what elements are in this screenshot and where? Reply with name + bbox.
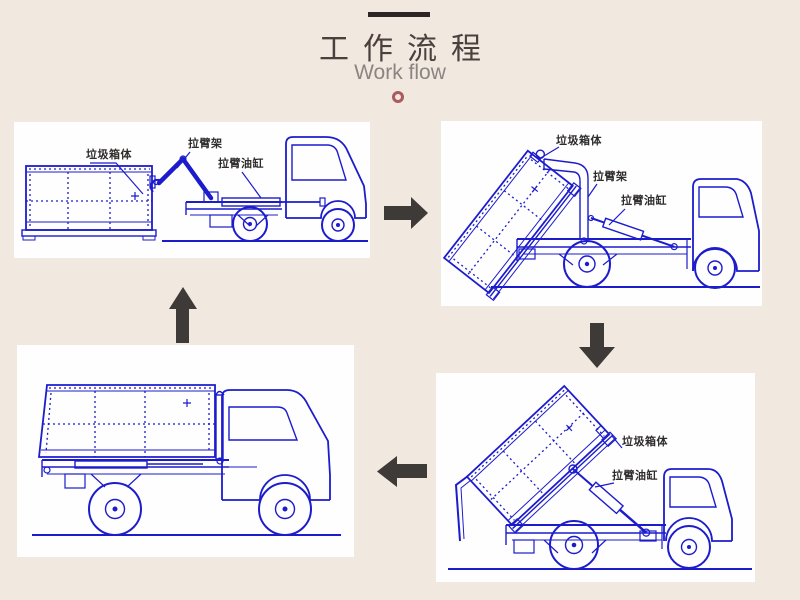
accent-ring-icon bbox=[392, 91, 404, 103]
label-arm-cylinder: 拉臂油缸 bbox=[621, 195, 667, 207]
leader-lines bbox=[90, 151, 262, 199]
rear-wheel bbox=[549, 520, 599, 570]
truck-chassis bbox=[41, 459, 257, 489]
leader-lines bbox=[538, 146, 626, 226]
step-4-drawing bbox=[32, 384, 341, 536]
front-wheel bbox=[694, 247, 736, 289]
truck-cab bbox=[692, 178, 760, 272]
label-container-body: 垃圾箱体 bbox=[86, 149, 132, 161]
step-3-drawing bbox=[448, 384, 752, 570]
arm-cylinder bbox=[572, 468, 651, 537]
label-arm-cylinder: 拉臂油缸 bbox=[218, 158, 264, 170]
front-wheel bbox=[321, 208, 355, 242]
cylinder-mount bbox=[639, 530, 657, 542]
arrow-down-icon bbox=[579, 323, 615, 373]
container-door bbox=[454, 475, 472, 542]
hook-arm bbox=[543, 158, 589, 245]
front-wheel bbox=[667, 525, 711, 569]
workflow-step-4-panel bbox=[17, 345, 354, 557]
truck-cab bbox=[285, 136, 367, 219]
step-1-drawing bbox=[21, 136, 368, 242]
label-arm-frame: 拉臂架 bbox=[188, 138, 223, 150]
arrow-left-icon bbox=[377, 456, 427, 492]
hook-arm bbox=[149, 155, 219, 203]
page-title: 工作流程 bbox=[319, 33, 495, 66]
container-box bbox=[37, 384, 216, 458]
workflow-step-1-panel: 垃圾箱体 拉臂架 拉臂油缸 bbox=[14, 122, 370, 258]
container-box bbox=[442, 149, 582, 302]
arrow-right-icon bbox=[384, 197, 428, 234]
leader-lines bbox=[594, 435, 623, 488]
workflow-step-3-panel: 垃圾箱体 拉臂油缸 bbox=[436, 373, 755, 582]
rear-wheel bbox=[88, 482, 142, 536]
truck-chassis bbox=[185, 197, 326, 228]
container-box bbox=[21, 165, 160, 241]
rear-wheel bbox=[232, 206, 268, 242]
front-wheel bbox=[258, 482, 312, 536]
arrow-up-icon bbox=[169, 287, 197, 348]
truck-cab bbox=[663, 468, 733, 542]
step-2-drawing bbox=[442, 146, 760, 302]
page-subtitle: Work flow bbox=[354, 61, 446, 84]
truck-cab bbox=[221, 389, 331, 501]
container-box bbox=[465, 384, 618, 534]
label-arm-frame: 拉臂架 bbox=[593, 171, 628, 183]
label-container-body: 垃圾箱体 bbox=[622, 436, 668, 448]
rear-wheel bbox=[563, 240, 611, 288]
arm-pivot bbox=[568, 464, 578, 474]
label-arm-cylinder: 拉臂油缸 bbox=[612, 470, 658, 482]
workflow-step-2-panel: 垃圾箱体 拉臂架 拉臂油缸 bbox=[441, 121, 762, 306]
label-container-body: 垃圾箱体 bbox=[556, 135, 602, 147]
truck-chassis bbox=[516, 238, 691, 269]
title-accent-bar bbox=[368, 12, 430, 17]
